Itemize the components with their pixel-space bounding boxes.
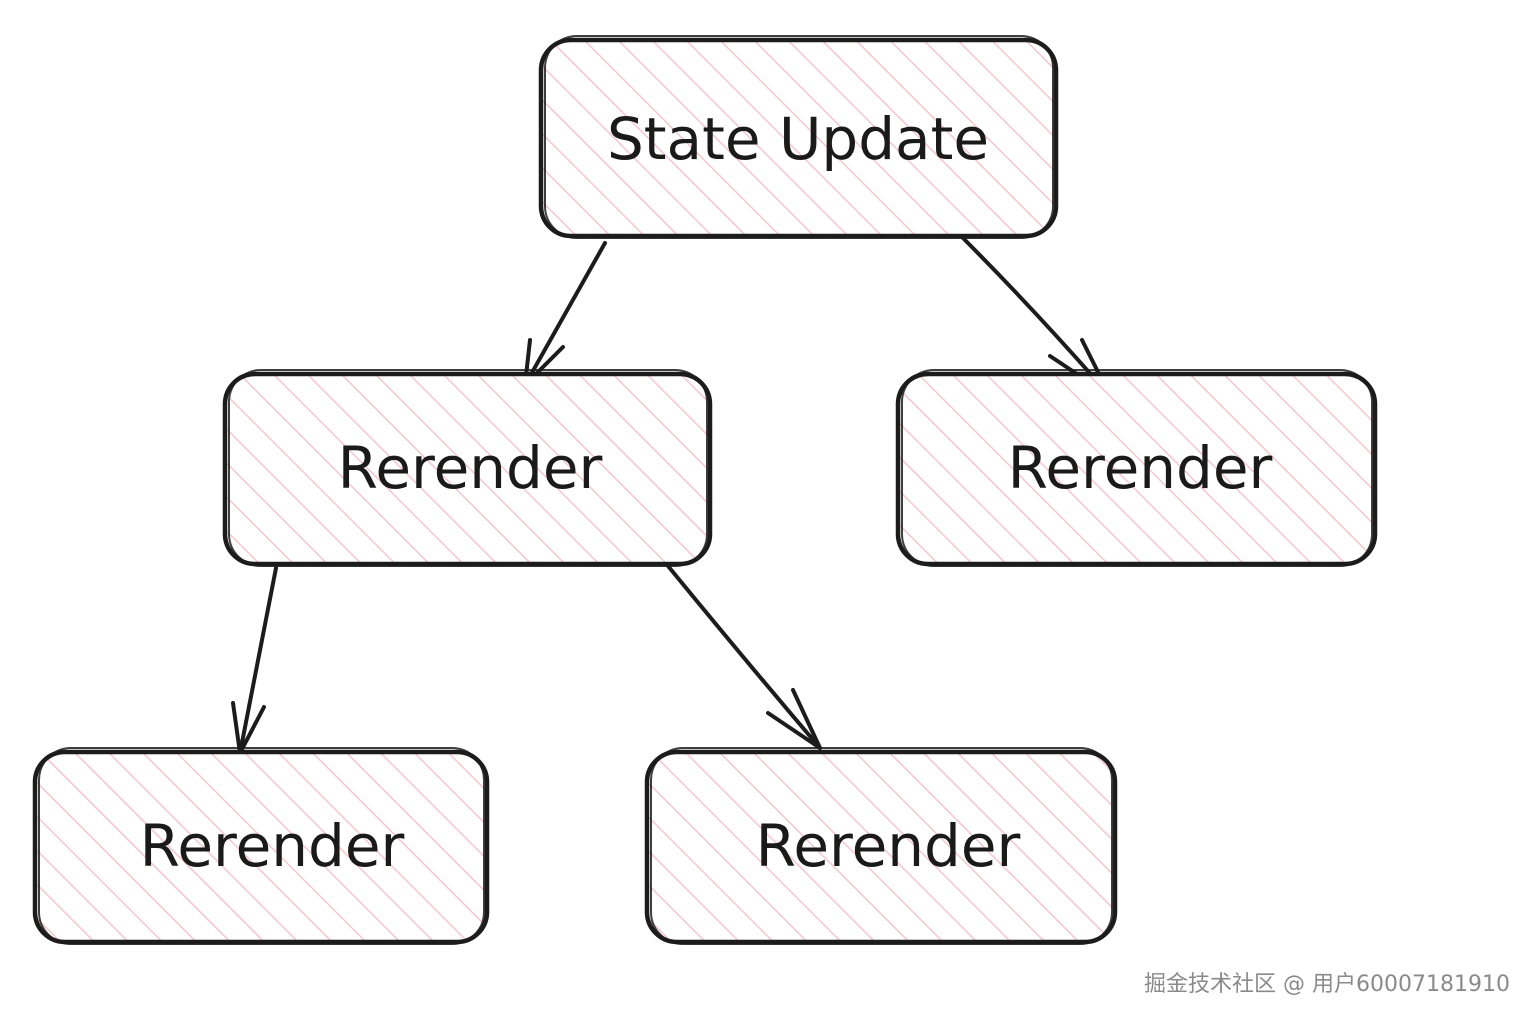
node-label-state-update: State Update <box>607 105 989 173</box>
node-state-update: State Update <box>538 35 1059 239</box>
node-label-rerender-bottom-middle: Rerender <box>756 812 1021 880</box>
node-rerender-bottom-middle: Rerender <box>644 747 1118 945</box>
watermark-text: 掘金技术社区 @ 用户60007181910 <box>1144 972 1510 997</box>
edge-rerender-left-to-rerender-bottom-left <box>231 566 278 755</box>
edge-state-update-to-rerender-right <box>955 230 1112 398</box>
edge-rerender-left-to-rerender-bottom-middle <box>666 564 822 750</box>
edge-state-update-to-rerender-left <box>523 241 607 387</box>
node-label-rerender-bottom-left: Rerender <box>140 812 405 880</box>
node-rerender-right: Rerender <box>895 369 1378 567</box>
node-label-rerender-right: Rerender <box>1008 434 1273 502</box>
node-rerender-bottom-left: Rerender <box>32 747 490 945</box>
node-rerender-left: Rerender <box>222 369 713 567</box>
node-label-rerender-left: Rerender <box>338 434 603 502</box>
